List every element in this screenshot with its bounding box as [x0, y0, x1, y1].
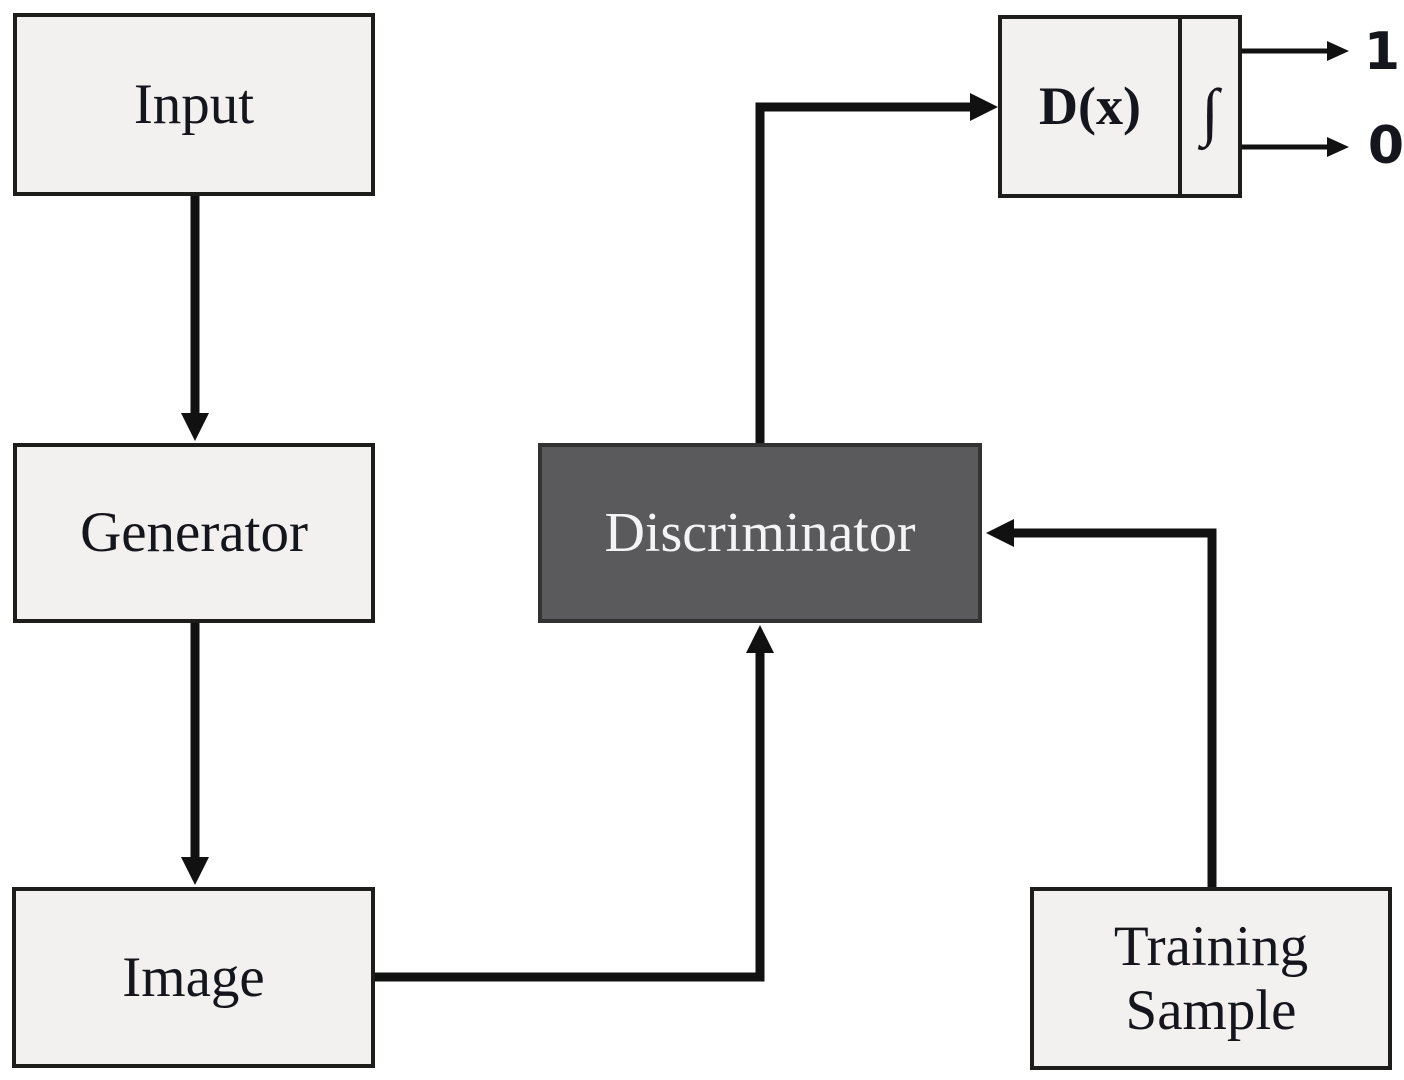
node-training-sample-label: Training Sample: [1114, 915, 1308, 1043]
arrow-input-to-generator: [181, 194, 209, 441]
training-line: Training: [1113, 914, 1309, 978]
output-fake-label: 0: [1367, 116, 1404, 176]
node-dx-label: D(x): [1039, 76, 1141, 137]
node-training-sample: Training Sample: [1030, 887, 1392, 1070]
output-real-label: 1: [1363, 22, 1401, 82]
node-image-label: Image: [122, 945, 265, 1009]
node-dx: D(x) ∫: [998, 15, 1242, 198]
arrow-image-to-discriminator: [373, 625, 774, 982]
arrow-generator-to-image: [181, 621, 209, 885]
node-input-label: Input: [133, 72, 255, 136]
integral-icon: ∫: [1201, 75, 1219, 147]
arrow-dx-to-zero: [1242, 137, 1349, 157]
node-input: Input: [13, 13, 375, 196]
node-image: Image: [12, 887, 375, 1068]
node-discriminator-label: Discriminator: [604, 501, 916, 564]
node-discriminator: Discriminator: [538, 443, 982, 623]
dx-function-cell: D(x): [1002, 19, 1178, 194]
sample-line: Sample: [1125, 978, 1297, 1042]
arrow-dx-to-one: [1242, 41, 1349, 61]
integral-cell: ∫: [1178, 19, 1238, 194]
node-generator: Generator: [13, 443, 375, 623]
arrow-discriminator-to-dx: [755, 93, 998, 447]
node-generator-label: Generator: [80, 501, 308, 565]
arrow-training-to-discriminator: [986, 519, 1217, 889]
